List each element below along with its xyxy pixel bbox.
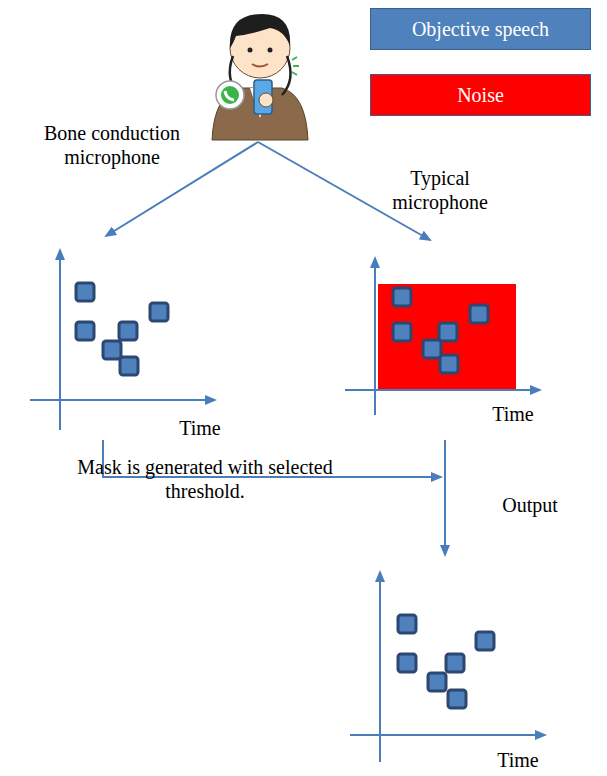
microphone-label: Bone conduction microphone [27,121,197,169]
bone-plot [30,250,215,430]
output-plot [350,572,545,762]
noisy-plot [345,258,540,415]
microphone-label: Typical microphone [385,166,495,214]
legend-swatch: Noise [370,74,591,116]
legend-text: Objective speech [412,17,549,41]
legend-swatch: Objective speech [370,8,591,50]
axis-label: Time [492,402,534,426]
step-label: Output [502,493,558,517]
axis-label: Time [179,416,221,440]
legend-text: Noise [457,83,504,107]
mask-note: Mask is generated with selected threshol… [60,455,350,503]
person-illustration [212,14,308,140]
axis-label: Time [497,748,539,772]
